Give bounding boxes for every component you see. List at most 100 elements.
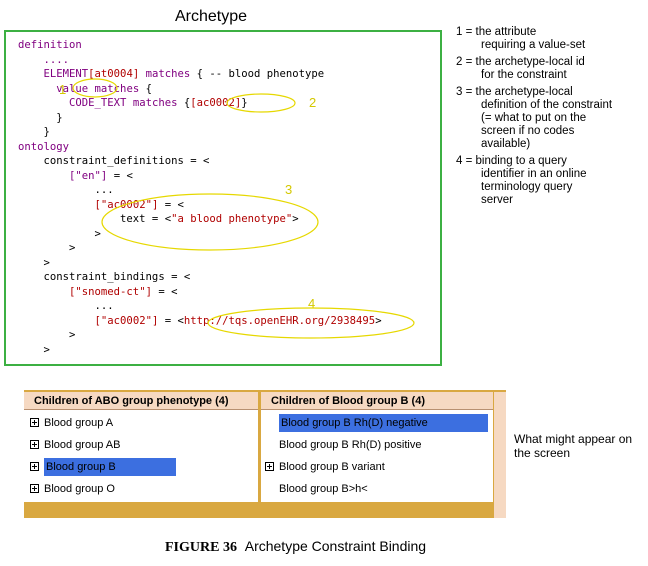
left-column: Children of ABO group phenotype (4) Bloo… — [24, 392, 258, 518]
list-item-label: Blood group O — [44, 483, 115, 495]
code-token: [ac0002] — [190, 97, 242, 109]
list-item-label: Blood group B>h< — [279, 483, 368, 495]
code-token: = < — [158, 314, 184, 327]
code-token: ... — [18, 300, 114, 312]
code-line: > — [18, 241, 75, 255]
code-token — [18, 315, 95, 327]
figure-label: FIGURE 36 — [165, 540, 237, 555]
code-line: ontology — [18, 140, 69, 154]
code-token: constraint_bindings = < — [18, 271, 191, 283]
code-line: text = <"a blood phenotype"> — [18, 212, 299, 226]
code-line: > — [18, 343, 50, 357]
list-item[interactable]: Blood group A — [30, 412, 256, 434]
archetype-title: Archetype — [175, 8, 248, 25]
code-token: > — [18, 227, 101, 240]
list-item[interactable]: Blood group AB — [30, 434, 256, 456]
marker-1: 1 — [59, 82, 67, 97]
code-line: > — [18, 328, 75, 342]
list-item[interactable]: Blood group B variant — [265, 456, 491, 478]
list-item[interactable]: Blood group B Rh(D) positive — [265, 434, 491, 456]
code-line: constraint_bindings = < — [18, 270, 191, 284]
figure-title: Archetype Constraint Binding — [244, 538, 427, 554]
list-item[interactable]: Blood group O — [30, 478, 256, 500]
left-footer — [24, 502, 258, 518]
code-token — [18, 170, 69, 182]
code-line: definition — [18, 38, 82, 52]
code-token: > — [18, 242, 76, 254]
code-token: text = < — [18, 213, 172, 225]
code-token: matches — [139, 68, 197, 80]
list-item-label: Blood group B variant — [279, 461, 385, 473]
code-token: ELEMENT — [18, 68, 89, 80]
right-column: Children of Blood group B (4) Blood grou… — [261, 392, 493, 518]
code-line: ["ac0002"] = <http://tqs.openEHR.org/293… — [18, 314, 382, 328]
code-token: matches — [88, 82, 146, 95]
code-token: .... — [18, 53, 70, 66]
code-token: > — [375, 314, 382, 327]
marker-3: 3 — [285, 182, 293, 197]
code-line: } — [18, 111, 63, 125]
code-line: ... — [18, 299, 114, 313]
right-footer — [261, 502, 493, 518]
legend-note-line: identifier in an online — [481, 168, 587, 180]
expand-icon[interactable] — [30, 439, 39, 449]
list-item-label: Blood group B Rh(D) positive — [279, 439, 422, 451]
code-token — [18, 83, 56, 95]
list-item[interactable]: Blood group B Rh(D) negative — [265, 412, 491, 434]
code-line: > — [18, 227, 101, 241]
right-column-header[interactable]: Children of Blood group B (4) — [261, 392, 493, 410]
code-line: ... — [18, 183, 114, 197]
expand-icon[interactable] — [30, 483, 39, 493]
code-token: [at0004] — [88, 68, 140, 80]
archetype-code-box: definition .... ELEMENT[at0004] matches … — [4, 30, 442, 366]
code-line: } — [18, 125, 50, 139]
legend-note-line: (= what to put on the — [481, 112, 587, 124]
code-token: definition — [18, 39, 82, 51]
legend-note-head: 3 = the archetype-local — [456, 86, 573, 98]
figure-caption: FIGURE 36 Archetype Constraint Binding — [165, 538, 426, 556]
code-token: } — [18, 111, 63, 124]
list-item-label: Blood group A — [44, 417, 114, 429]
legend-note-line: for the constraint — [481, 69, 567, 81]
marker-2: 2 — [309, 95, 317, 110]
code-token: { -- blood phenotype — [196, 68, 325, 80]
code-token — [18, 199, 95, 211]
code-line: ["en"] = < — [18, 169, 133, 183]
code-token — [18, 286, 69, 298]
scrollbar[interactable] — [494, 392, 506, 518]
code-token: = < — [107, 169, 133, 182]
legend-note-line: requiring a value-set — [481, 39, 586, 51]
legend-note-line: server — [481, 194, 513, 206]
code-token: } — [18, 126, 50, 138]
code-line: CODE_TEXT matches {[ac0002]} — [18, 96, 248, 110]
expand-icon[interactable] — [30, 461, 39, 471]
code-token: > — [18, 256, 50, 269]
code-token: > — [18, 343, 50, 356]
list-item[interactable]: Blood group B>h< — [265, 478, 491, 500]
list-item-label: Blood group B Rh(D) negative — [279, 414, 488, 432]
code-line: .... — [18, 53, 70, 67]
legend-note-head: 4 = binding to a query — [456, 155, 567, 167]
list-item-label: Blood group AB — [44, 439, 121, 451]
code-token: } — [241, 97, 248, 109]
code-line: value matches { — [18, 82, 152, 96]
code-token: matches — [126, 97, 184, 109]
code-token: ["ac0002"] — [94, 198, 159, 211]
code-token: constraint_definitions = < — [18, 155, 210, 167]
expand-icon[interactable] — [30, 417, 39, 427]
code-line: > — [18, 256, 50, 270]
list-item[interactable]: Blood group B — [30, 456, 256, 478]
code-token: ... — [18, 184, 114, 196]
code-token: ["snomed-ct"] — [69, 285, 152, 298]
legend-note-head: 2 = the archetype-local id — [456, 56, 585, 68]
left-column-header[interactable]: Children of ABO group phenotype (4) — [24, 392, 258, 410]
code-line: constraint_definitions = < — [18, 154, 210, 168]
legend-note-line: screen if no codes — [481, 125, 575, 137]
legend-note-line: available) — [481, 138, 531, 150]
expand-icon[interactable] — [265, 461, 274, 471]
